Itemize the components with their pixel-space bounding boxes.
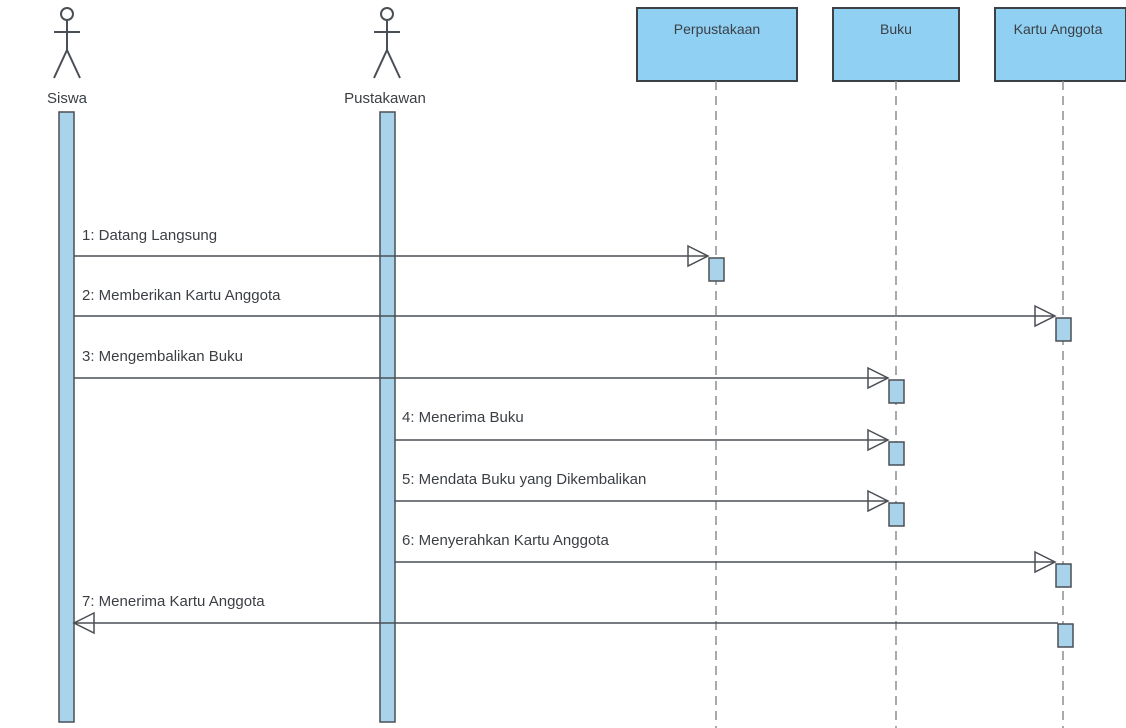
message-2: 2: Memberikan Kartu Anggota (74, 287, 1072, 342)
execution-box (1055, 563, 1072, 588)
execution-box (888, 379, 905, 404)
message-1: 1: Datang Langsung (74, 227, 725, 282)
execution-box (888, 502, 905, 527)
object-buku: Buku (832, 7, 960, 82)
activation-bar-siswa (58, 111, 75, 723)
object-label-perpustakaan: Perpustakaan (674, 21, 760, 37)
arrowhead-icon (687, 244, 710, 268)
message-label: 3: Mengembalikan Buku (82, 348, 243, 365)
arrowhead-icon (867, 366, 890, 390)
actor-siswa: Siswa (47, 7, 88, 107)
message-6: 6: Menyerahkan Kartu Anggota (395, 532, 1072, 588)
message-label: 1: Datang Langsung (82, 227, 217, 244)
message-3: 3: Mengembalikan Buku (74, 348, 905, 404)
object-box (636, 7, 798, 82)
arrowhead-icon (1034, 550, 1057, 574)
execution-box (1057, 623, 1074, 648)
arrowhead-icon (867, 489, 890, 513)
message-5: 5: Mendata Buku yang Dikembalikan (395, 471, 905, 527)
object-label-kartu-anggota: Kartu Anggota (1014, 21, 1103, 37)
actor-label-siswa: Siswa (47, 90, 88, 107)
execution-box (888, 441, 905, 466)
stick-figure-icon (373, 7, 401, 79)
message-4: 4: Menerima Buku (395, 409, 905, 466)
actor-pustakawan: Pustakawan (344, 7, 426, 107)
execution-box (708, 257, 725, 282)
arrowhead-icon (72, 611, 95, 635)
object-box (994, 7, 1126, 82)
object-perpustakaan: Perpustakaan (636, 7, 798, 82)
object-label-buku: Buku (880, 21, 912, 37)
execution-box (1055, 317, 1072, 342)
message-label: 4: Menerima Buku (402, 409, 524, 426)
activation-bar-pustakawan (379, 111, 396, 723)
actor-label-pustakawan: Pustakawan (344, 90, 426, 107)
message-7: 7: Menerima Kartu Anggota (72, 593, 1074, 648)
object-box (832, 7, 960, 82)
object-kartu-anggota: Kartu Anggota (994, 7, 1126, 82)
arrowhead-icon (867, 428, 890, 452)
message-label: 7: Menerima Kartu Anggota (82, 593, 265, 610)
arrowhead-icon (1034, 304, 1057, 328)
stick-figure-icon (53, 7, 81, 79)
message-label: 5: Mendata Buku yang Dikembalikan (402, 471, 646, 488)
message-label: 2: Memberikan Kartu Anggota (82, 287, 281, 304)
message-label: 6: Menyerahkan Kartu Anggota (402, 532, 609, 549)
